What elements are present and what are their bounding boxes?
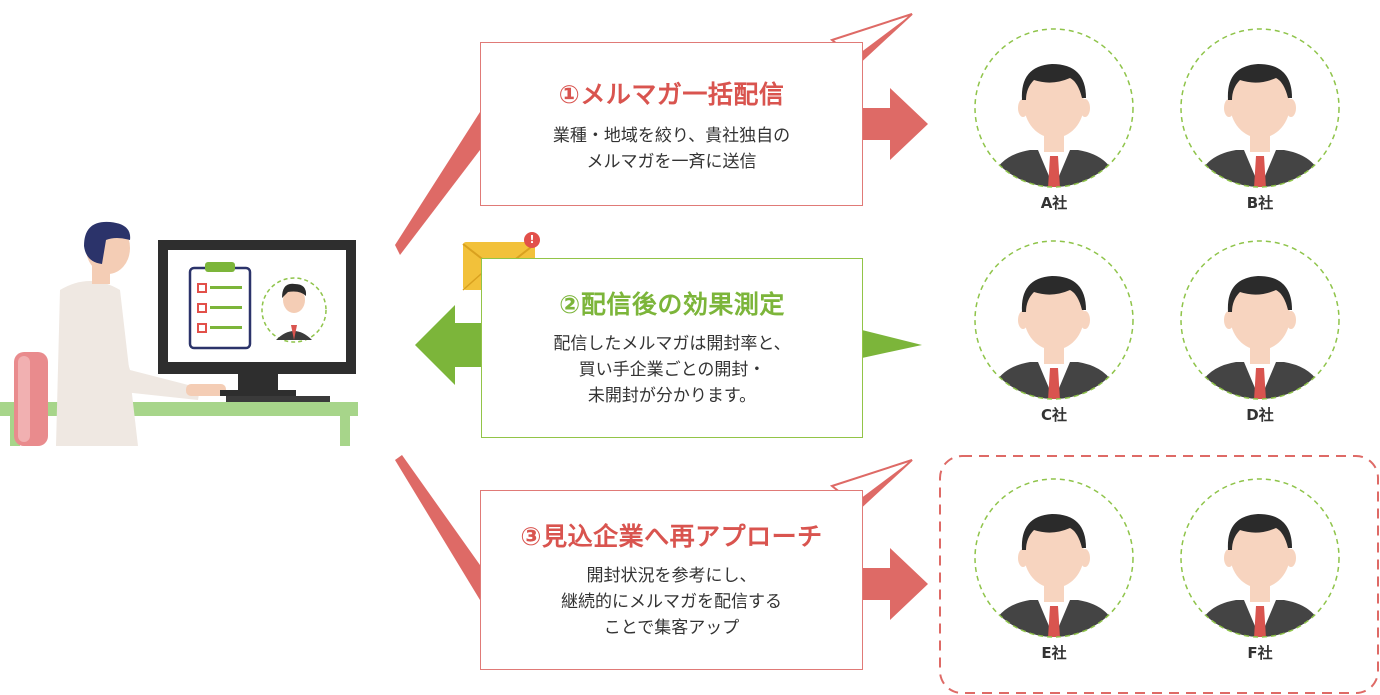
company-d-label: D社 xyxy=(1246,406,1274,424)
step-3-title: ③見込企業へ再アプローチ xyxy=(520,522,823,551)
step-2-box: ②配信後の効果測定 配信したメルマガは開封率と、 買い手企業ごとの開封・ 未開封… xyxy=(481,258,863,438)
company-a: A社 xyxy=(974,28,1134,213)
step-1-box: ①メルマガ一括配信 業種・地域を絞り、貴社独自の メルマガを一斉に送信 xyxy=(480,42,863,206)
step-1-description: 業種・地域を絞り、貴社独自の メルマガを一斉に送信 xyxy=(552,126,791,172)
businessman-avatar-icon xyxy=(974,240,1134,400)
arrow-right-step1-icon xyxy=(862,88,928,160)
step-2-title: ②配信後の効果測定 xyxy=(559,290,785,319)
target-group-frame xyxy=(939,455,1379,694)
user-at-computer-illustration xyxy=(0,221,358,446)
notification-badge-text: ! xyxy=(529,233,535,246)
businessman-avatar-icon xyxy=(974,28,1134,188)
company-b: B社 xyxy=(1180,28,1340,213)
notification-badge xyxy=(524,232,540,248)
step-3-box: ③見込企業へ再アプローチ 開封状況を参考にし、 継続的にメルマガを配信する こと… xyxy=(480,490,863,670)
step-3-description: 開封状況を参考にし、 継続的にメルマガを配信する ことで集客アップ xyxy=(561,566,782,638)
company-f: F社 xyxy=(1180,478,1340,663)
connector-to-step3 xyxy=(395,455,480,600)
businessman-avatar-icon xyxy=(1180,240,1340,400)
company-d: D社 xyxy=(1180,240,1340,425)
company-f-label: F社 xyxy=(1247,644,1273,662)
connector-to-step1 xyxy=(395,112,480,255)
step-2-description: 配信したメルマガは開封率と、 買い手企業ごとの開封・ 未開封が分かります。 xyxy=(553,334,791,406)
company-c: C社 xyxy=(974,240,1134,425)
businessman-avatar-icon xyxy=(1180,478,1340,638)
arrow-right-step3-icon xyxy=(862,548,928,620)
company-b-label: B社 xyxy=(1246,194,1274,212)
green-wedge-icon xyxy=(862,330,922,358)
businessman-avatar-icon xyxy=(1180,28,1340,188)
arrow-left-green-icon xyxy=(415,305,482,385)
company-e: E社 xyxy=(974,478,1134,663)
company-e-label: E社 xyxy=(1041,644,1067,662)
step-1-title: ①メルマガ一括配信 xyxy=(558,80,785,109)
company-a-label: A社 xyxy=(1040,194,1068,212)
company-c-label: C社 xyxy=(1040,406,1067,424)
businessman-avatar-icon xyxy=(974,478,1134,638)
